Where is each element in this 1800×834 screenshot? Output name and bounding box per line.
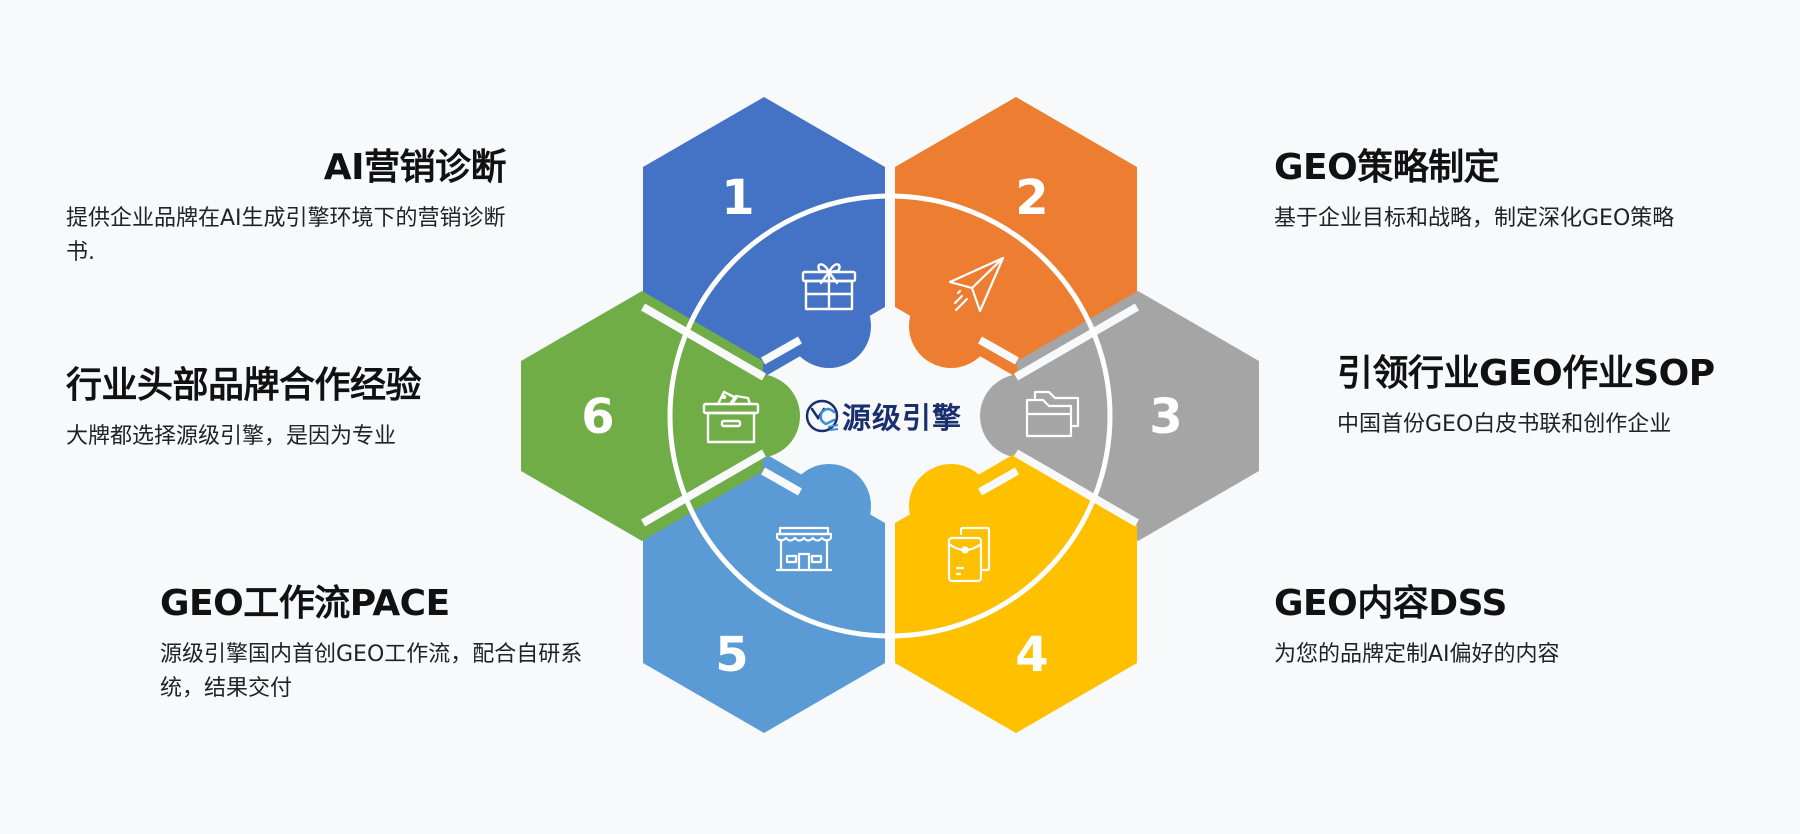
- hexagon-6: 6: [521, 291, 800, 541]
- item-top-brand-experience: 行业头部品牌合作经验 大牌都选择源级引擎，是因为专业: [66, 364, 486, 454]
- item-title: 行业头部品牌合作经验: [66, 365, 422, 406]
- hexagon-4: 4: [895, 453, 1137, 733]
- archive-box-icon: [702, 390, 760, 444]
- item-title: 引领行业GEO作业SOP: [1337, 353, 1715, 394]
- paper-plane-icon: [948, 256, 1005, 313]
- center-ring: [667, 193, 1113, 639]
- item-geo-workflow-pace: GEO工作流PACE 源级引擎国内首创GEO工作流，配合自研系统，结果交付: [160, 582, 600, 706]
- item-description: 中国首份GEO白皮书联和创作企业: [1337, 412, 1672, 437]
- hexagon-5: 5: [643, 453, 885, 733]
- hexagon-1-number: 1: [721, 170, 754, 226]
- item-title: AI营销诊断: [323, 147, 507, 188]
- item-description: 提供企业品牌在AI生成引擎环境下的营销诊断书.: [66, 206, 506, 265]
- gift-icon: [801, 263, 857, 311]
- item-geo-sop: 引领行业GEO作业SOP 中国首份GEO白皮书联和创作企业: [1337, 352, 1777, 442]
- envelope-document-icon: [947, 526, 991, 583]
- hexagon-3-number: 3: [1149, 389, 1182, 445]
- item-title: GEO工作流PACE: [160, 583, 450, 624]
- item-geo-content-dss: GEO内容DSS 为您的品牌定制AI偏好的内容: [1274, 582, 1734, 672]
- folder-icon: [1025, 390, 1080, 438]
- item-description: 为您的品牌定制AI偏好的内容: [1274, 642, 1560, 667]
- hexagon-2-number: 2: [1015, 170, 1048, 226]
- logo-mark-icon: [805, 399, 839, 433]
- item-description: 大牌都选择源级引擎，是因为专业: [66, 424, 397, 449]
- item-title: GEO内容DSS: [1274, 583, 1507, 624]
- hexagon-3: 3: [980, 291, 1259, 541]
- hexagon-4-number: 4: [1015, 627, 1048, 683]
- hexagon-separators: [640, 160, 1140, 670]
- item-description: 源级引擎国内首创GEO工作流，配合自研系统，结果交付: [160, 642, 583, 701]
- storefront-icon: [775, 526, 833, 572]
- hexagon-5-number: 5: [715, 627, 748, 683]
- item-description: 基于企业目标和战略，制定深化GEO策略: [1274, 206, 1675, 231]
- item-geo-strategy: GEO策略制定 基于企业目标和战略，制定深化GEO策略: [1274, 146, 1734, 236]
- hexagon-6-number: 6: [581, 389, 614, 445]
- item-title: GEO策略制定: [1274, 147, 1500, 188]
- brand-name: 源级引擎: [842, 401, 962, 435]
- item-ai-marketing-diagnosis: AI营销诊断 提供企业品牌在AI生成引擎环境下的营销诊断书.: [66, 146, 507, 270]
